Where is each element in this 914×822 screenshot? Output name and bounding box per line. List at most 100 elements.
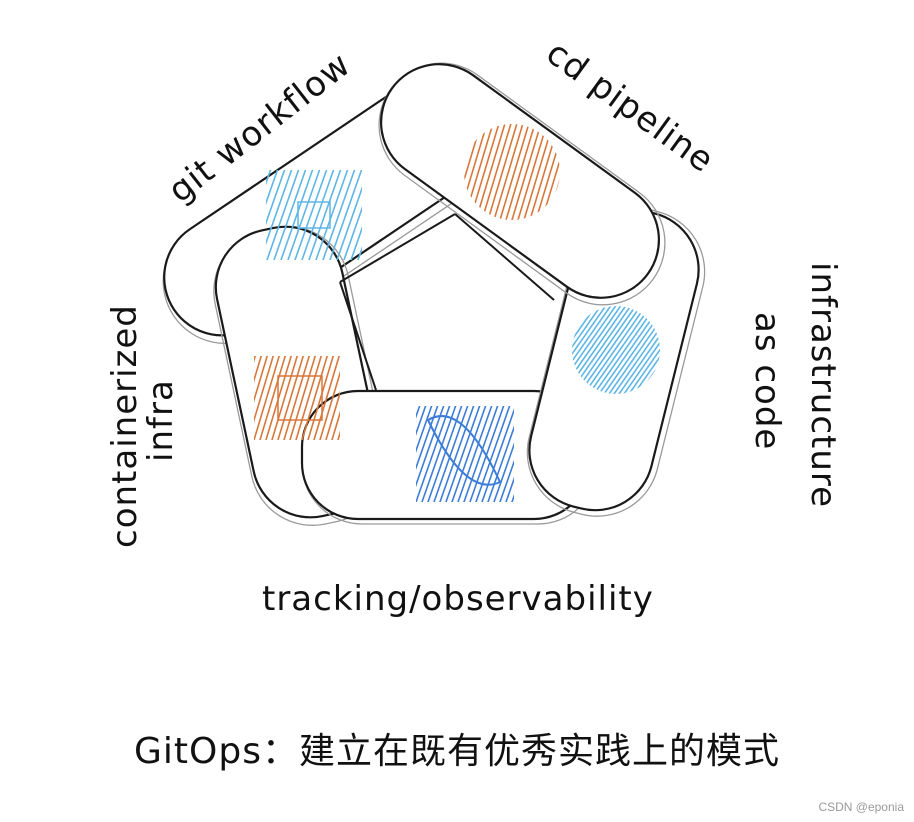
hatch-stroke: [254, 356, 263, 383]
label-as-code: as code: [747, 312, 787, 450]
hatch-stroke: [294, 170, 328, 260]
hatch-stroke: [572, 306, 602, 394]
hatch-stroke: [623, 306, 660, 394]
hatch-stroke: [572, 306, 617, 394]
label-tracking-observability: tracking/observability: [262, 579, 654, 619]
hatch-stroke: [487, 124, 518, 220]
hatch-stroke: [628, 306, 660, 394]
hatch-stroke: [463, 406, 499, 502]
hatch-stroke: [475, 124, 506, 220]
hatch-stroke: [499, 124, 530, 220]
hatch-stroke: [583, 306, 647, 394]
hatch-stroke: [325, 390, 340, 440]
hatch-stroke: [433, 406, 469, 502]
hatch-stroke: [572, 306, 597, 394]
hatch-stroke: [313, 356, 340, 440]
hatch-stroke: [266, 170, 286, 226]
hatch-stroke: [416, 406, 445, 488]
hatch-stroke: [439, 406, 475, 502]
hatch-stroke: [416, 406, 451, 502]
hatch-stroke: [593, 306, 657, 394]
hatch-stroke: [266, 170, 293, 246]
square-icon-inner-light-blue: [297, 201, 331, 229]
hatch-stroke: [182, 356, 207, 440]
hatch-stroke: [336, 186, 362, 260]
hatch-stroke: [427, 406, 463, 502]
hatch-stroke: [511, 124, 542, 220]
hatch-stroke: [259, 356, 287, 440]
hatch-stroke: [295, 356, 323, 440]
hatch-stroke: [457, 406, 493, 502]
hatch-stroke: [200, 356, 225, 440]
hatch-stroke: [487, 425, 514, 502]
hatch-stroke: [416, 406, 427, 436]
hatch-stroke: [489, 306, 551, 394]
hatch-stroke: [588, 306, 652, 394]
hatch-stroke: [343, 206, 362, 260]
hatch-stroke: [283, 356, 311, 440]
hatch-stroke: [481, 408, 514, 502]
hatch-stroke: [254, 356, 269, 403]
hatch-stroke: [273, 170, 307, 260]
hatch-stroke: [475, 406, 511, 502]
hatch-stroke: [188, 356, 213, 440]
hatch-stroke: [684, 306, 746, 394]
hatch-stroke: [315, 170, 349, 260]
hatch-stroke: [451, 406, 487, 502]
hatch-stroke: [329, 170, 362, 260]
hatch-stroke: [194, 356, 219, 440]
label-containerized: containerized: [105, 304, 145, 548]
hatch-stroke: [633, 306, 660, 394]
hatch-stroke: [493, 124, 524, 220]
hatch-stroke: [499, 459, 514, 502]
hatch-stroke: [307, 356, 335, 440]
pill-cd-pipeline: [378, 62, 666, 306]
hatch-stroke: [464, 124, 488, 220]
label-infrastructure: infrastructure: [803, 262, 843, 508]
label-infra: infra: [141, 379, 181, 462]
square-icon-inner-orange: [277, 375, 323, 421]
hatch-stroke: [541, 124, 560, 220]
hatch-stroke: [613, 306, 660, 394]
hatch-stroke: [254, 356, 275, 423]
leaf-icon-outline: [426, 415, 502, 486]
hatch-stroke: [266, 170, 279, 206]
hatch-stroke: [572, 306, 622, 394]
hatch-stroke: [350, 226, 362, 260]
hatch-stroke: [573, 306, 637, 394]
hatch-stroke: [254, 356, 281, 440]
hatch-stroke: [319, 370, 340, 440]
hatch-stroke: [289, 356, 317, 440]
square-leaf-icon-dark-blue: [416, 406, 514, 502]
hatch-stroke: [277, 356, 305, 440]
hatch-stroke: [322, 170, 356, 260]
hatch-stroke: [266, 170, 300, 260]
hatch-stroke: [572, 306, 612, 394]
square-icon-light-blue: [266, 170, 362, 260]
hatch-stroke: [331, 410, 340, 440]
hatch-stroke: [416, 406, 433, 453]
hatch-stroke: [505, 124, 536, 220]
hatch-stroke: [484, 306, 546, 394]
hatch-stroke: [271, 356, 299, 440]
hatch-stroke: [469, 406, 505, 502]
hatch-stroke: [416, 406, 439, 471]
hatch-stroke: [694, 306, 756, 394]
hatch-stroke: [572, 306, 607, 394]
hatch-stroke: [618, 306, 660, 394]
hatch-stroke: [493, 442, 514, 502]
hatch-stroke: [206, 356, 231, 440]
hatch-stroke: [578, 306, 642, 394]
hatch-stroke: [445, 406, 481, 502]
hatch-stroke: [505, 476, 514, 502]
hatch-stroke: [287, 170, 321, 260]
hatch-stroke: [689, 306, 751, 394]
hatch-stroke: [280, 170, 314, 260]
hatch-stroke: [481, 124, 512, 220]
hatch-stroke: [308, 170, 342, 260]
hatch-stroke: [301, 170, 335, 260]
hatch-stroke: [517, 124, 548, 220]
watermark: CSDN @eponia: [818, 800, 904, 814]
diagram-caption: GitOps：建立在既有优秀实践上的模式: [134, 731, 780, 772]
